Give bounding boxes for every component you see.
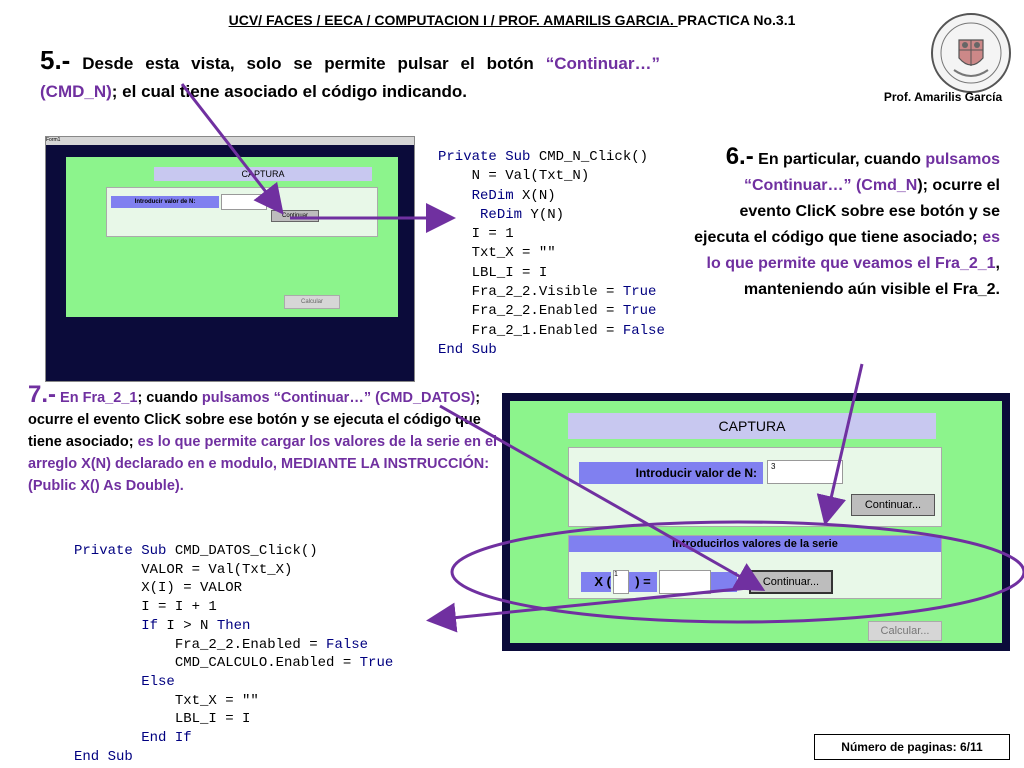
prof-name: Prof. Amarilis García	[883, 90, 1003, 104]
label-index: 1	[613, 570, 629, 594]
captura-caption-large: CAPTURA	[568, 413, 936, 439]
step-7-part: ; cuando	[137, 390, 202, 406]
step-7-highlight: En Fra_2_1	[56, 390, 138, 406]
step-6-highlight: es lo que permite que veamos el Fra_2_1	[706, 229, 1000, 272]
header-course: UCV/ FACES / EECA / COMPUTACION I / PROF…	[228, 12, 678, 28]
captura-caption: CAPTURA	[154, 167, 372, 181]
code-cmd-datos-click: Private Sub CMD_DATOS_Click() VALOR = Va…	[74, 543, 394, 765]
step-7-highlight: pulsamos “Continuar…” (CMD_DATOS)	[201, 390, 476, 406]
frame-fra-2-1-large: Introducir valor de N: 3 Continuar...	[568, 447, 942, 527]
step-5-part: ; el cual tiene asociado el código indic…	[111, 82, 467, 101]
txt-n-input[interactable]	[221, 194, 267, 210]
form-screenshot-large: CAPTURA Introducir valor de N: 3 Continu…	[502, 393, 1010, 651]
form-panel: CAPTURA Introducir valor de N: Continuar…	[66, 157, 398, 317]
step-5-text: 5.- Desde esta vista, solo se permite pu…	[40, 46, 660, 106]
code-cmd-n-click: Private Sub CMD_N_Click() N = Val(Txt_N)…	[438, 149, 665, 358]
frame-fra-2-1: Introducir valor de N: Continuar	[106, 187, 378, 237]
step-6-part: En particular, cuando	[753, 151, 926, 168]
step-7-text: 7.- En Fra_2_1; cuando pulsamos “Continu…	[28, 381, 498, 497]
calcular-button-large[interactable]: Calcular...	[868, 621, 942, 641]
step-7-number: 7.-	[28, 381, 57, 408]
step-6-text: 6.- En particular, cuando pulsamos “Cont…	[690, 144, 1000, 303]
step-5-part: Desde esta vista, solo se permite pulsar…	[70, 54, 546, 73]
frame-fra-2-2: Introducirlos valores de la serie X ( 1 …	[568, 535, 942, 599]
step-6-number: 6.-	[725, 143, 754, 170]
txt-n-input-large[interactable]: 3	[767, 460, 843, 484]
label-n: Introducir valor de N:	[111, 196, 219, 208]
header-practice: PRACTICA No.3.1	[677, 12, 796, 28]
label-n-large: Introducir valor de N:	[579, 462, 763, 484]
page-header: UCV/ FACES / EECA / COMPUTACION I / PROF…	[0, 12, 1024, 28]
form-panel-large: CAPTURA Introducir valor de N: 3 Continu…	[510, 401, 1002, 643]
step-6-highlight: pulsamos “Continuar…” (Cmd_N	[743, 151, 1000, 194]
continuar-n-button[interactable]: Continuar...	[851, 494, 935, 516]
step-7-highlight: es lo que permite cargar los valores de …	[28, 434, 498, 494]
university-seal-icon	[930, 12, 1012, 94]
form-title-bar: Form1	[46, 137, 414, 145]
calcular-button[interactable]: Calcular	[284, 295, 340, 309]
label-equals: ) =	[629, 572, 657, 592]
form-screenshot-small: Form1 CAPTURA Introducir valor de N: Con…	[45, 136, 415, 382]
blue-block	[711, 572, 737, 592]
series-caption: Introducirlos valores de la serie	[569, 536, 941, 552]
step-6-part: ); ocurre el evento ClicK sobre ese botó…	[694, 177, 1000, 246]
continuar-datos-button[interactable]: Continuar...	[749, 570, 833, 594]
txt-x-input[interactable]	[659, 570, 711, 594]
label-x: X (	[581, 572, 611, 592]
step-6-part: , manteniendo aún visible el Fra_2.	[743, 255, 1000, 298]
step-7-part: ; ocurre el evento ClicK sobre ese botón…	[28, 390, 481, 450]
step-5-highlight: “Continuar…” (CMD_N)	[40, 54, 660, 101]
step-5-number: 5.-	[40, 45, 71, 75]
continuar-button[interactable]: Continuar	[271, 210, 319, 222]
page-number: Número de paginas: 6/11	[814, 734, 1010, 760]
